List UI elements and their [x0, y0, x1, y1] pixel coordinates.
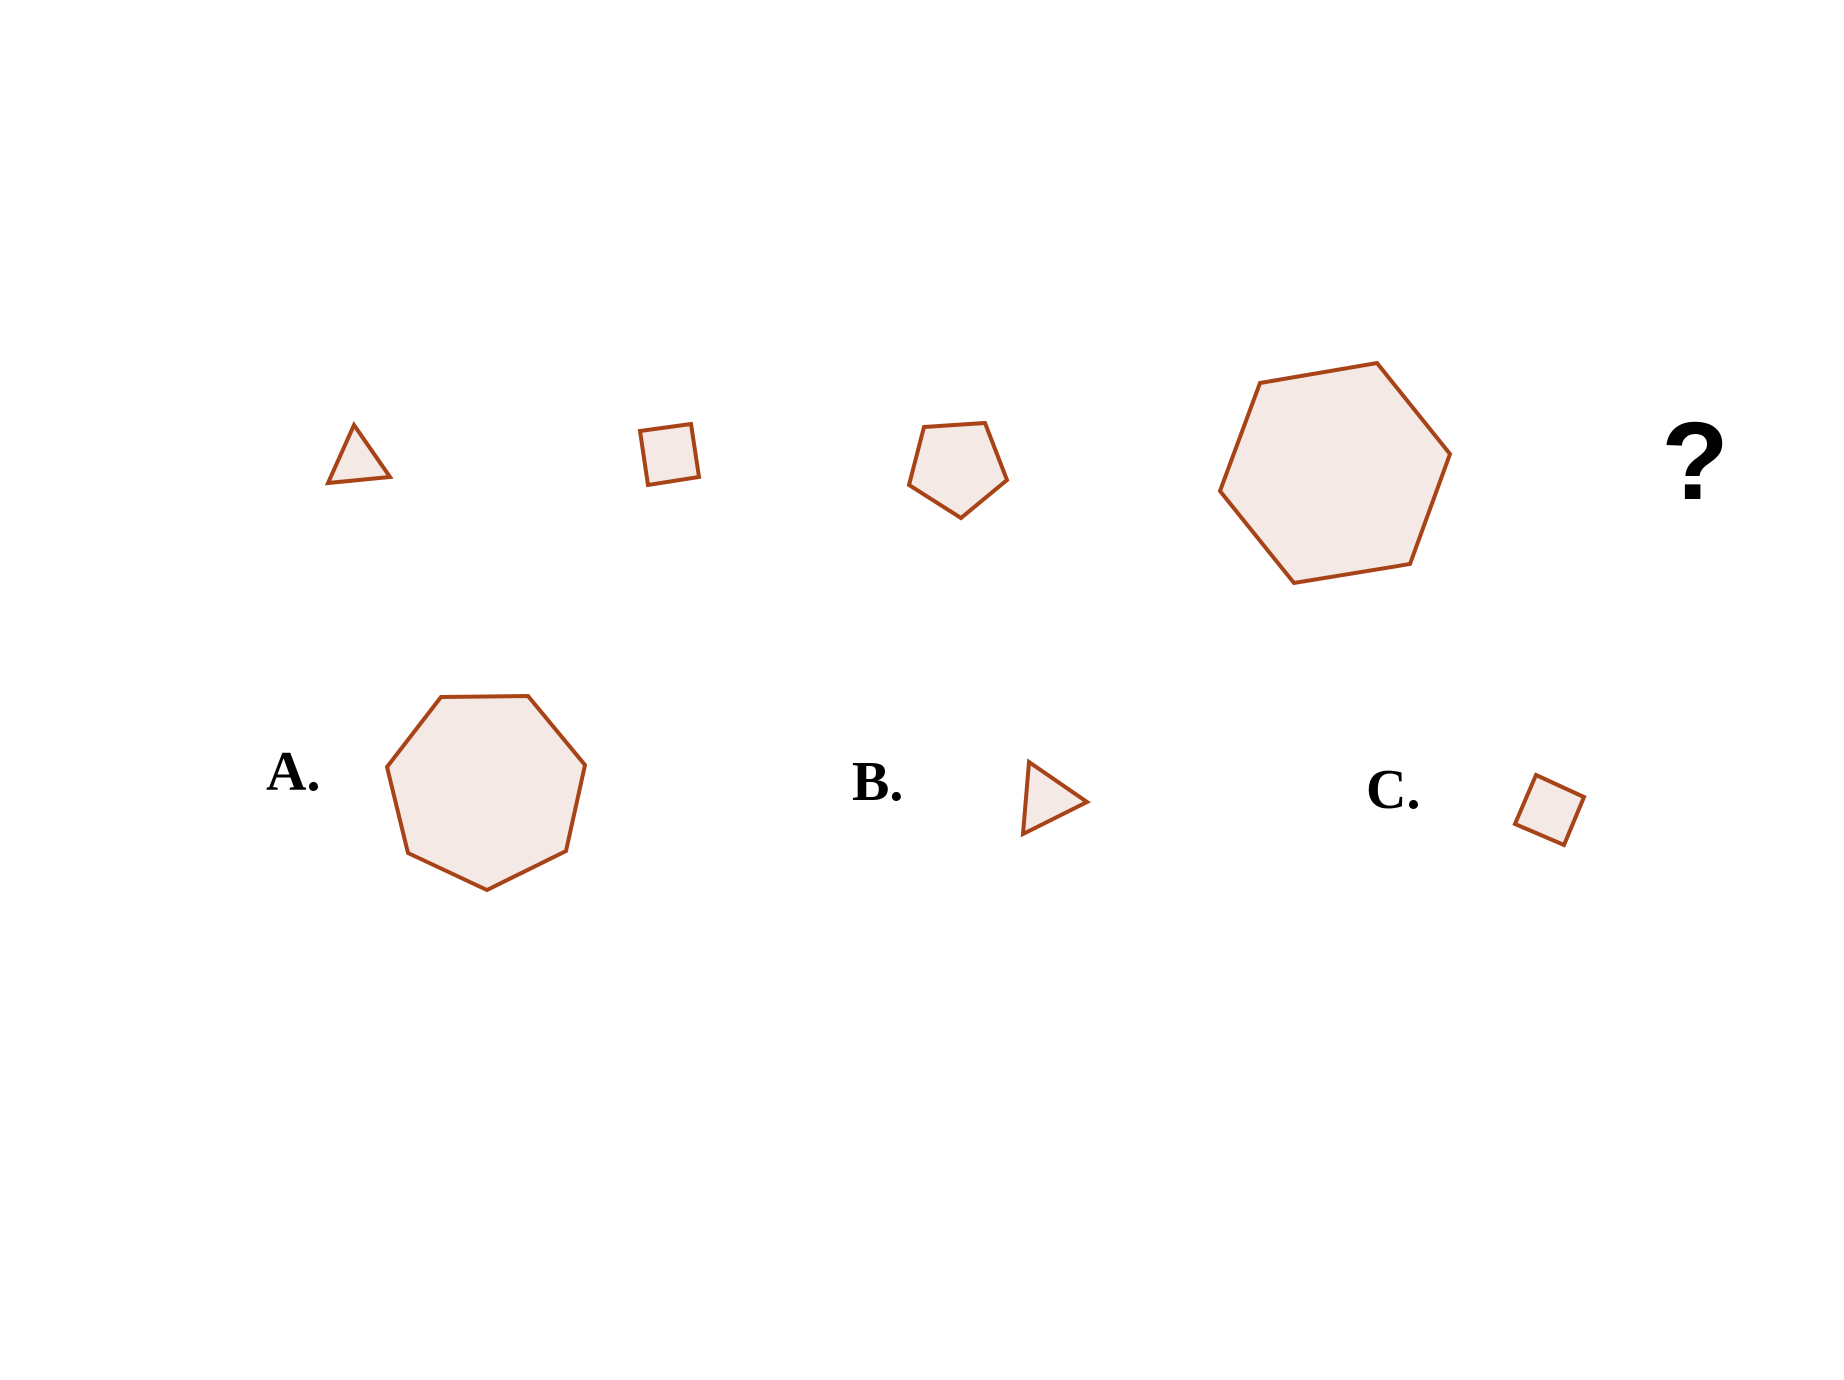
sequence-pentagon: [906, 420, 1010, 521]
option-c-label: C.: [1366, 759, 1420, 821]
option-c-square: [1512, 772, 1587, 848]
option-a-label: A.: [266, 741, 320, 803]
option-b-label: B.: [852, 751, 903, 813]
option-b[interactable]: B.: [852, 751, 1091, 838]
option-a-heptagon: [384, 693, 588, 893]
option-c[interactable]: C.: [1366, 759, 1587, 848]
option-b-triangle: [1020, 758, 1091, 838]
sequence-triangle: [324, 420, 394, 486]
sequence-square: [637, 421, 702, 488]
sequence-hexagon: [1217, 360, 1453, 586]
option-a[interactable]: A.: [266, 693, 588, 893]
missing-item-question-mark: ?: [1661, 400, 1728, 523]
sequence-row: ?: [324, 360, 1729, 586]
